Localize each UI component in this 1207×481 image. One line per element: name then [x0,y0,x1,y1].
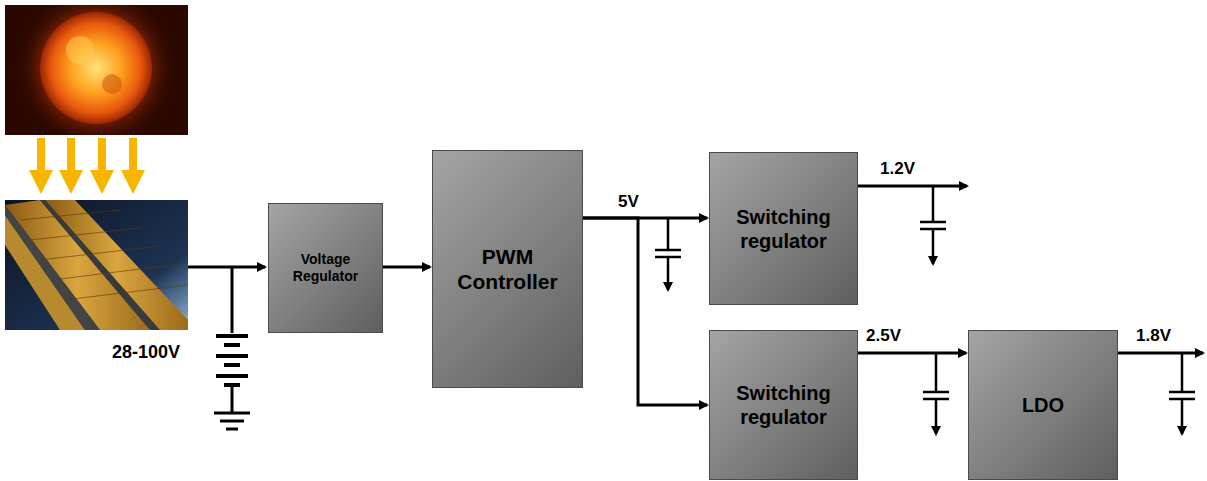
voltage-label: 2.5V [864,327,903,346]
box-text: Switching regulator [716,205,851,253]
sun-picture [5,5,188,135]
ldo-box: LDO [968,330,1118,480]
power-connector [858,352,966,355]
solar-panel-picture [5,200,188,330]
voltage-label: 5V [616,193,641,212]
regulator-box: Switching regulator [709,330,858,480]
box-text: Switching regulator [716,381,851,429]
battery-symbol [216,336,248,412]
box-text: LDO [1022,393,1064,417]
input-wire [188,267,265,333]
ground-symbol [214,413,250,429]
light-arrows [29,138,145,194]
power-connector [383,266,430,269]
regulator-box: Switching regulator [709,152,858,305]
controller-box: PWM Controller [432,150,583,388]
box-text: PWM Controller [439,244,576,294]
output-wires [858,186,1203,353]
voltage-label: 1.8V [1134,327,1173,346]
box-text: Voltage Regulator [275,251,376,285]
voltage-label: 28-100V [110,343,182,363]
regulator-box: Voltage Regulator [268,203,383,333]
power-connector [583,218,707,405]
voltage-label: 1.2V [878,160,917,179]
